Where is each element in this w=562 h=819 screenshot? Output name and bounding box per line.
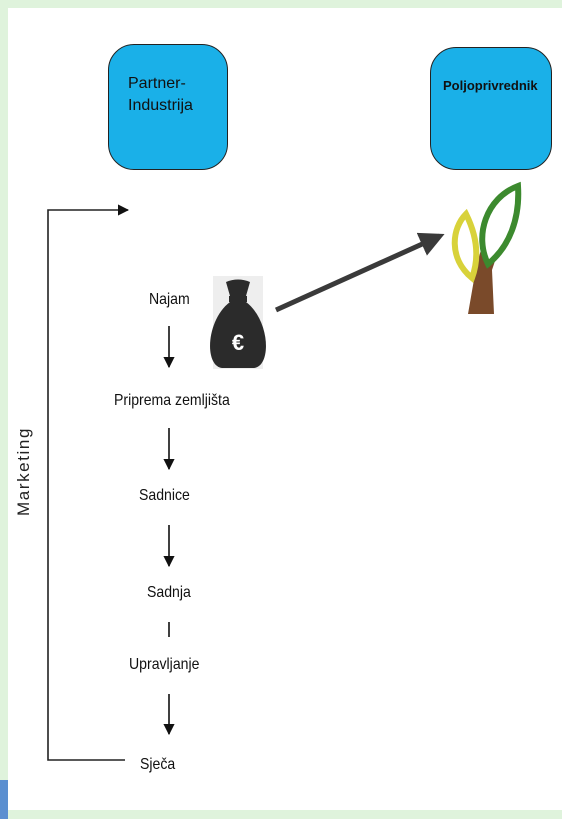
- frame-corner-accent: [0, 780, 8, 819]
- marketing-label: Marketing: [14, 426, 33, 516]
- poljoprivrednik-label: Poljoprivrednik: [443, 78, 538, 93]
- step-priprema-zemljista: Priprema zemljišta: [114, 392, 230, 409]
- partner-node-line1: Partner-: [128, 75, 186, 92]
- marketing-loop-line: [47, 204, 130, 761]
- step-sjeca: Sječa: [140, 756, 176, 773]
- euro-symbol: €: [232, 330, 244, 355]
- partner-node-line2: Industrija: [128, 97, 193, 114]
- step-upravljanje: Upravljanje: [129, 656, 200, 673]
- step-sadnice: Sadnice: [139, 487, 190, 504]
- tree-icon: [451, 181, 522, 314]
- partner-industrija-node: Partner- Industrija: [108, 44, 228, 170]
- money-bag-icon: €: [210, 276, 266, 369]
- step-sadnja: Sadnja: [147, 584, 191, 601]
- poljoprivrednik-node: Poljoprivrednik: [430, 47, 552, 170]
- arrow-payment-to-farmer: [274, 232, 445, 313]
- step-najam: Najam: [149, 291, 190, 308]
